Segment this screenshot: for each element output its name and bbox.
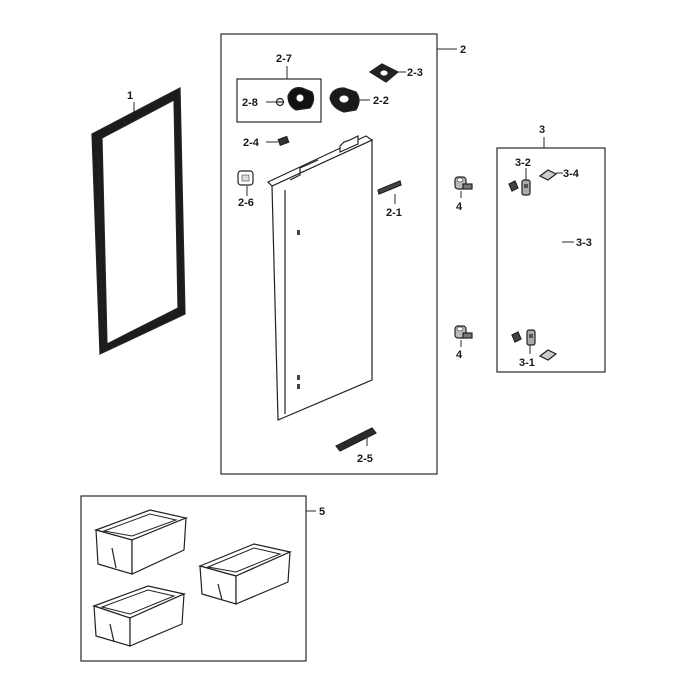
handle-3-3[interactable]	[541, 177, 558, 353]
callout-2-2[interactable]: 2-2	[373, 95, 389, 107]
door-bin-1[interactable]	[94, 509, 189, 575]
hinge-pin-bottom[interactable]	[454, 325, 473, 339]
hinge-part-2-7[interactable]	[287, 87, 315, 111]
callout-2-7[interactable]: 2-7	[276, 53, 292, 65]
cap-2-6[interactable]	[237, 170, 254, 186]
callout-2-3[interactable]: 2-3	[407, 67, 423, 79]
callout-5[interactable]: 5	[319, 506, 325, 518]
callout-3-3[interactable]: 3-3	[576, 237, 592, 249]
door-bin-2[interactable]	[198, 543, 292, 605]
callout-2[interactable]: 2	[460, 44, 466, 56]
callout-3-4[interactable]: 3-4	[563, 168, 580, 180]
door-panel[interactable]	[266, 135, 374, 421]
bracket-3-2[interactable]	[508, 179, 531, 196]
strip-2-1[interactable]	[377, 180, 402, 195]
callout-2-1[interactable]: 2-1	[386, 207, 402, 219]
callout-3[interactable]: 3	[539, 124, 545, 136]
callout-3-2[interactable]: 3-2	[515, 157, 531, 169]
door-gasket[interactable]	[91, 87, 186, 355]
callout-4-top[interactable]: 4	[456, 201, 463, 213]
callout-2-4[interactable]: 2-4	[243, 137, 260, 149]
hinge-pin-top[interactable]	[454, 176, 473, 190]
bar-2-5[interactable]	[335, 427, 377, 452]
door-bin-3[interactable]	[92, 585, 186, 647]
clip-2-3[interactable]	[368, 63, 400, 83]
bracket-3-1[interactable]	[511, 329, 558, 361]
callout-4-bottom[interactable]: 4	[456, 349, 463, 361]
callout-2-5[interactable]: 2-5	[357, 453, 373, 465]
pin-2-4[interactable]	[277, 135, 290, 146]
callout-2-6[interactable]: 2-6	[238, 197, 254, 209]
callout-1[interactable]: 1	[127, 90, 133, 102]
end-cap-3-4[interactable]	[538, 169, 558, 181]
group-2-frame	[220, 33, 438, 475]
hinge-cover-2-2[interactable]	[329, 87, 360, 113]
screw-2-8[interactable]	[275, 97, 285, 107]
callout-3-1[interactable]: 3-1	[519, 357, 535, 369]
group-3-frame	[496, 147, 606, 373]
callout-2-8[interactable]: 2-8	[242, 97, 258, 109]
group-5-frame	[80, 495, 307, 662]
group-2-7-frame	[236, 78, 322, 123]
